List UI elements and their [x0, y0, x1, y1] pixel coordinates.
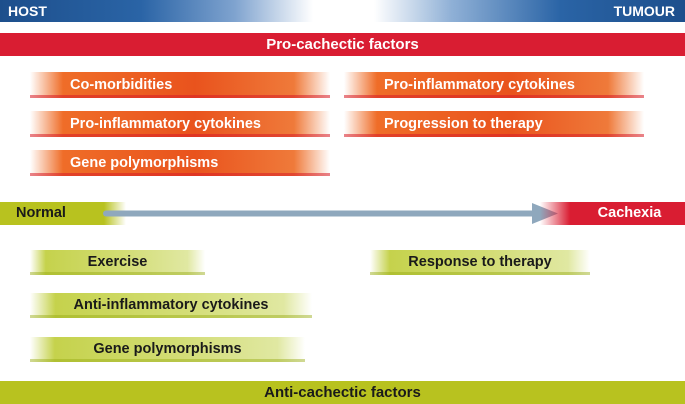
- tumour-header-bar: TUMOUR: [374, 0, 685, 22]
- anti-tumour-factor-response-to-therapy: Response to therapy: [370, 250, 590, 275]
- anti-host-factor-exercise: Exercise: [30, 250, 205, 275]
- pro-host-factor-comorbidities: Co-morbidities: [30, 72, 330, 98]
- progression-arrow-icon: [103, 203, 558, 224]
- normal-label: Normal: [0, 202, 104, 225]
- cachexia-label: Cachexia: [570, 202, 685, 225]
- pro-host-factor-gene-polymorphisms: Gene polymorphisms: [30, 150, 330, 176]
- pro-host-factor-proinflammatory-cytokines: Pro-inflammatory cytokines: [30, 111, 330, 137]
- host-label: HOST: [8, 3, 47, 19]
- anti-host-factor-gene-polymorphisms: Gene polymorphisms: [30, 337, 305, 362]
- cachexia-label-fade: [540, 202, 570, 225]
- pro-tumour-factor-progression-to-therapy: Progression to therapy: [344, 111, 644, 137]
- pro-cachectic-banner: Pro-cachectic factors: [0, 33, 685, 56]
- tumour-label: TUMOUR: [613, 3, 675, 19]
- pro-tumour-factor-proinflammatory-cytokines: Pro-inflammatory cytokines: [344, 72, 644, 98]
- anti-host-factor-antiinflammatory-cytokines: Anti-inflammatory cytokines: [30, 293, 312, 318]
- anti-cachectic-banner: Anti-cachectic factors: [0, 381, 685, 404]
- host-header-bar: HOST: [0, 0, 313, 22]
